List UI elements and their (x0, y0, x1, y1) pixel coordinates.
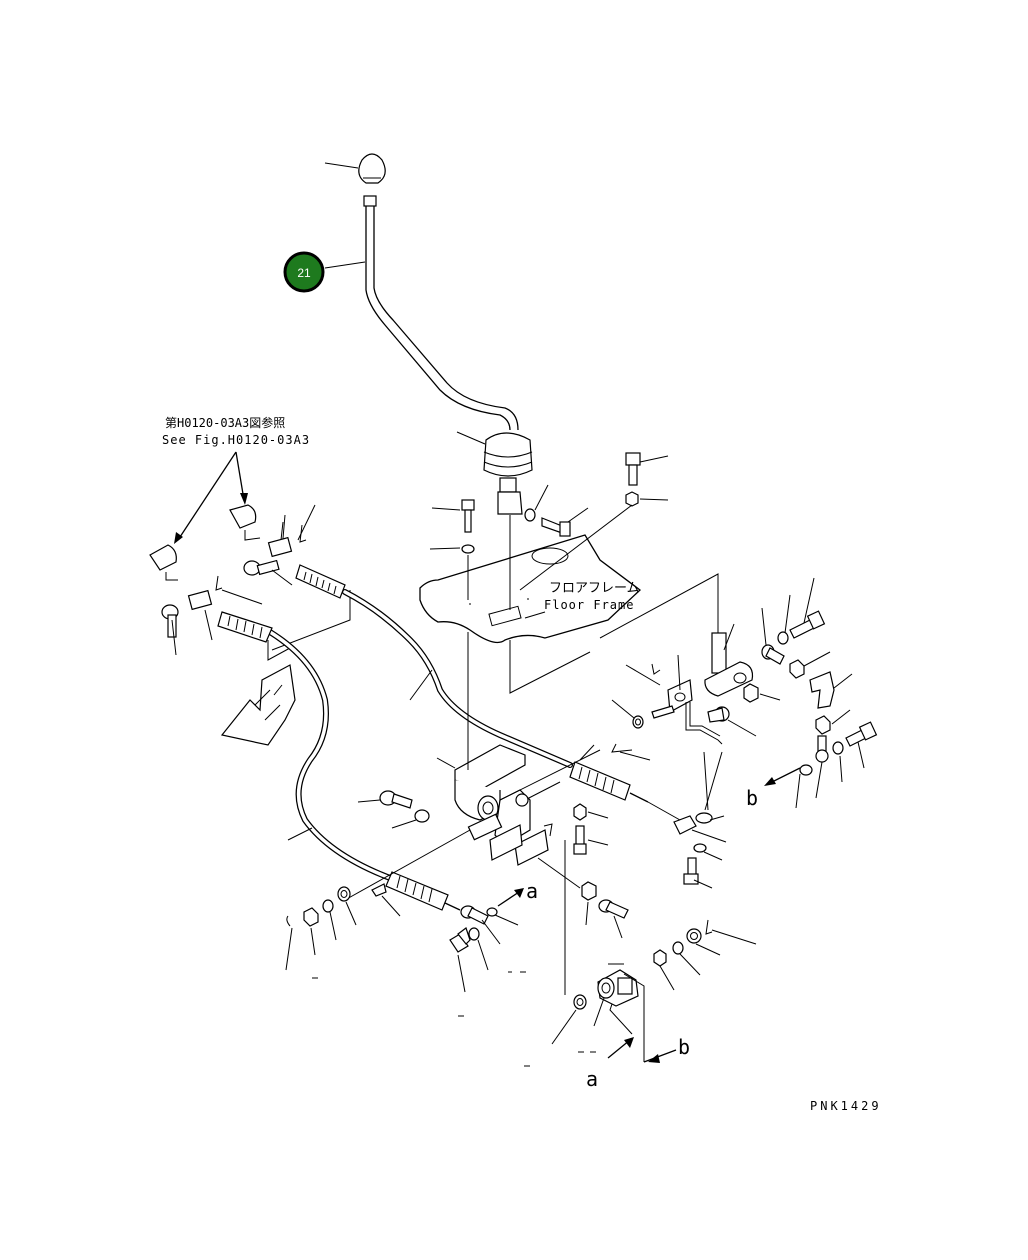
drawing-code: PNK1429 (810, 1099, 882, 1113)
nut-right-far (815, 715, 831, 735)
pin-right-top (761, 644, 785, 665)
lever-boot (483, 432, 533, 515)
bolt-right-far (845, 721, 878, 747)
washer-right-far-2 (799, 764, 813, 776)
nut-lower-right (653, 949, 667, 967)
washer-right-1 (632, 715, 644, 729)
lever-rod (363, 195, 519, 431)
floor-frame (419, 534, 642, 644)
nut-center-vertical (573, 803, 587, 821)
nut-top-right (625, 491, 639, 507)
bolt-top-right (625, 452, 641, 486)
washer-center-lower (486, 907, 498, 917)
stud-right-far (815, 735, 829, 763)
arrow-label-b1: b (746, 786, 758, 810)
bolt-center-lower-2 (449, 927, 471, 953)
floor-frame-label-ja: フロアフレーム (549, 581, 640, 596)
arrow-label-a2: a (586, 1067, 598, 1091)
center-bracket (454, 744, 561, 866)
bolt-right-lower (683, 857, 699, 885)
reference-arrow-2 (235, 451, 245, 501)
lever-knob (358, 153, 386, 184)
washer-lower-right-2 (672, 941, 684, 955)
washer-center-lower-2 (468, 927, 480, 941)
washer-boot (524, 508, 536, 522)
left-bracket (220, 664, 296, 746)
leader-boot (456, 431, 486, 445)
washer-center-1 (414, 809, 430, 823)
washer-right-top (777, 631, 789, 645)
reference-label-ja: 第H0120-03A3図参照 (165, 415, 285, 430)
pivot-block (597, 969, 639, 1007)
washer-right-far (832, 741, 844, 755)
washer-right-2 (693, 843, 707, 853)
reference-arrow-1 (177, 451, 237, 541)
washer-top-left (461, 544, 475, 554)
reference-label-en: See Fig.H0120-03A3 (162, 433, 310, 447)
part-callout-21[interactable]: 21 (283, 251, 325, 293)
clevis-right (673, 751, 713, 835)
arrow-label-b2: b (678, 1035, 690, 1059)
bolt-center-vertical (573, 825, 587, 855)
cable-clip-left-2 (149, 544, 178, 581)
bolt-center-lower-1 (460, 905, 489, 925)
leader-knob (324, 162, 359, 169)
nut-right-center (743, 683, 759, 703)
washer-lower-right-1 (686, 928, 702, 944)
pin-left-2 (161, 604, 179, 638)
callout-number: 21 (297, 266, 311, 280)
floor-frame-label-en: Floor Frame (544, 598, 634, 612)
elbow-right (809, 671, 835, 709)
washer-lower-left-2 (337, 886, 351, 902)
leader-lever (324, 261, 366, 269)
washer-bottom (573, 994, 587, 1010)
right-lever-arm (704, 632, 754, 697)
arrow-b-bottom (643, 1049, 677, 1063)
cable-lower (217, 611, 461, 911)
pin-left-1 (243, 559, 280, 576)
right-bracket (651, 679, 723, 745)
bolt-center-right (598, 899, 629, 919)
pin-right-center (707, 706, 730, 723)
nut-center-right (581, 881, 597, 901)
washer-lower-left-1 (322, 899, 334, 913)
bolt-center-1 (379, 790, 413, 809)
bolt-right-top (789, 610, 826, 639)
bolt-boot (541, 517, 571, 537)
arrow-label-a1: a (526, 879, 538, 903)
nut-lower-left (303, 907, 319, 927)
nut-right-top (789, 659, 805, 679)
callout-circle[interactable] (283, 251, 325, 293)
cable-clip-left-1 (229, 504, 261, 541)
bolt-top-left (461, 499, 475, 533)
